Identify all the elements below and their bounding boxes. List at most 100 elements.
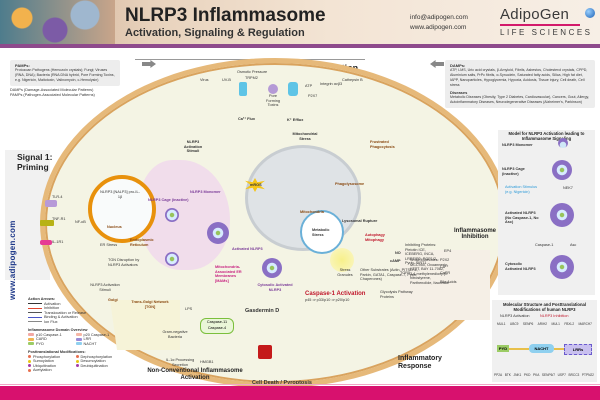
tlr4-receptor-icon [45,200,57,207]
header-cell-image [0,0,115,44]
ptm-legend-item: Dephosphorylation [75,355,124,360]
ca-label: Ca²⁺ [440,265,449,269]
ptm-legend-item: Acetylation [28,368,76,373]
arrow-right-icon [142,60,156,68]
ca-flux-label: Ca²⁺ Flux [238,117,255,121]
domain-swatch-icon [28,337,34,341]
activated-icon [550,203,574,227]
ptm-marker-icon [75,359,79,363]
nucleus [88,175,156,243]
arrow-legend-label: Inhibition [44,306,60,310]
domain-legend-label: CARD [36,337,47,341]
nfkb-label: NF-κB [75,220,86,224]
tnfr1-label: TNF-R1 [52,217,66,221]
model-step-cage: NLRP3 Cage (inactive) [502,167,525,176]
ptm-marker-icon [28,359,31,363]
molecular-structure-panel [492,300,597,382]
inhibiting-proteins-label: Inhibiting Proteins: Pleiotin ICE, ICEBE… [405,243,438,265]
enzyme-label: BTK [504,373,511,377]
enzyme-label: UBC9 [509,322,519,326]
enzyme-label: MARCH7 [578,322,592,326]
gasdermin-pore-icon [258,345,272,359]
caspase-cleavage-label: p45 ⇒ p33/p10 ⇒ p20/p10 [305,298,350,302]
il1a-processing-label: IL-1α Processing Secretion [165,358,195,367]
domain-legend-item: CARD [28,337,76,342]
molecular-title: Molecular Structure and Posttranslationa… [502,302,587,312]
nacht-label: NACHT [534,346,549,351]
signal1-subtitle: Priming [17,162,49,172]
gasdermin-label: Gasdermin D [245,308,280,314]
contact-website[interactable]: www.adipogen.com [410,24,467,31]
no-label: NO [395,251,401,255]
arrow-line-icon [28,307,42,309]
damps-text: ATP, LMS, Uric acid crystals, β-Amyloid,… [450,68,588,87]
ptm-legend-label: Ubiquitination [33,363,57,368]
nlrp3-cage-label: NLRP3 Cage (inactive) [148,198,189,202]
enzyme-label: BRCC3 [568,373,580,377]
cytosolic-icon [550,255,574,279]
activated-nlrp3-label: Activated NLRP3 [232,247,263,251]
stress-granule-icon [330,248,354,272]
frustrated-phagocytosis-label: Frustrated Phagocytosis [370,140,395,149]
pamps-heading: PAMPs: [15,63,30,68]
inhibition-title: Inflammasome Inhibition [453,228,496,240]
model-step-cytosolic: Cytosolic Activated NLRP3 [505,262,536,271]
nlrp3-cage-icon [165,208,179,222]
arrow-legend-item: Inhibition [28,306,123,311]
arrow-legend-label: Binding & Activation [44,315,78,319]
side-website-url[interactable]: www.adipogen.com [8,220,17,300]
ptm-legend-label: Acetylation [33,368,52,372]
lysosomal-rupture-label: Lysosomal Rupture [342,219,378,223]
arrow-legend-item: Activation [28,302,123,307]
ptm-legend-item: Sumoylation [28,359,76,364]
ptm-legend-label: Sumoylation [33,359,54,363]
tnfr1-receptor-icon [40,220,54,226]
ptm-legend-label: Deubiquitination [80,363,108,368]
lrr-label: LRRs [572,347,584,352]
model-step-monomer: NLRP3 Monomer [502,143,533,147]
ptm-legend-item: Desumoylation [75,359,124,364]
ptm-legend-label: Desumoylation [80,359,106,363]
hmgb1-label: HMGB1 [200,360,214,364]
activated-nlrp3-icon [207,222,229,244]
header-divider [0,44,600,48]
arrow-legend-item: Binding & Activation [28,315,123,320]
arrow-line-icon [28,321,42,322]
other-substrates-label: Other Substrates (Actin, PITSLRE, Parkin… [360,268,419,281]
nlrp3-cage-golgi-icon [165,252,179,266]
enzyme-label: FBXL2 [564,322,575,326]
ion-channel-icon [239,82,247,96]
contact-email[interactable]: info@adipogen.com [410,14,468,21]
molecular-legend-inhibition: NLRP3 Inhibition [540,314,569,318]
nlrp3-monomer-label: NLRP3 Monomer [190,190,221,194]
damps-note: DAMPs (Damage-Associated Molecular Patte… [10,88,94,92]
mitochondria-label: Mitochondria [300,210,324,214]
model-asc: Asc [570,243,577,247]
tlr4-label: TLR-4 [52,195,63,199]
il1r1-receptor-icon [40,240,52,245]
ptm-marker-icon [75,355,79,358]
golgi-label: Golgi [108,298,118,302]
glycolysis-label: Glycolysis Pathway Proteins [380,290,413,299]
domain-legend-label: LRR [83,337,92,341]
arrow-legend-item: Translocation or Release [28,311,123,316]
domain-swatch-icon [75,333,82,336]
caspase-activation-title: Caspase-1 Activation [305,291,366,297]
brand-tagline: LIFE SCIENCES [500,28,593,37]
arrow-legend-label: Ion Flux [44,319,58,324]
mams-label: Mitochondria-Associated ER Membranes [MA… [215,265,242,283]
p2x2-label: P2X2 [440,258,450,262]
pamps-text: Protozoan Pathogens (Hemozoin crystals);… [15,68,115,82]
osmotic-pressure-label: Osmotic Pressure [237,70,268,74]
nucleus-label: Nucleus [107,225,122,229]
il1r1-label: IL-1R1 [52,240,64,244]
domain-swatch-icon [75,337,82,341]
arrow-line-icon [28,316,42,318]
lps-label: LPS [185,307,193,311]
pamps-note: PAMPs (Pathogen-Associated Molecular Pat… [10,93,95,97]
casr-label: CaSR [440,271,451,275]
footer-rule [0,384,600,385]
enzyme-label: MUL1 [551,322,560,326]
